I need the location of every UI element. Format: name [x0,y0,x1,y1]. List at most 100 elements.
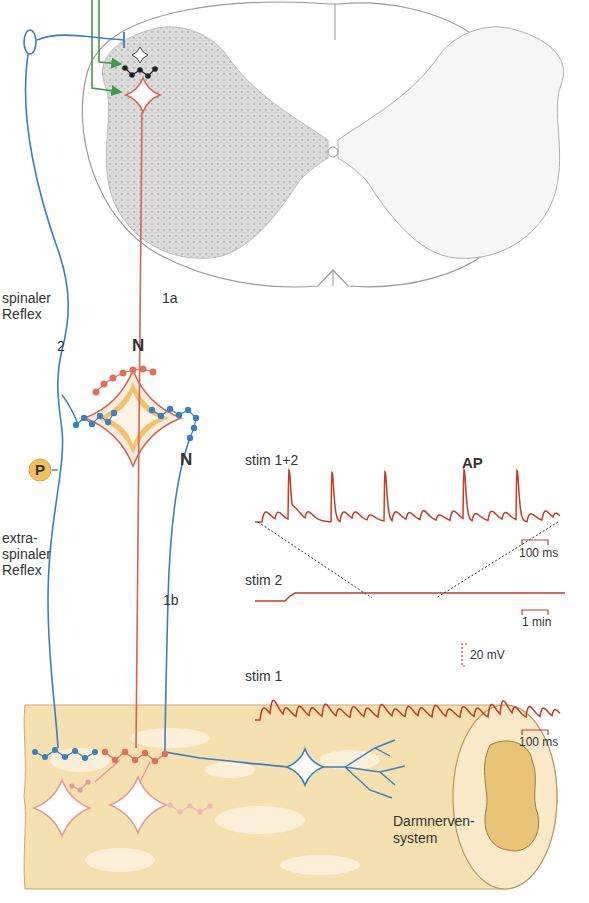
ganglion-core [107,392,159,444]
transmitter-label: N [180,452,192,468]
gut-texture [130,728,210,748]
node-outline [20,700,565,895]
scale-bar [462,644,467,666]
blue-synapses-line [76,413,114,425]
gut-red-synapses [102,749,168,764]
grey-matter-left [102,27,328,258]
gut-face [453,705,557,889]
gut-texture [85,848,155,872]
voltage-trace [255,700,560,720]
synapse-dot [137,67,143,73]
synapse-dot [72,748,78,754]
synapse-dot [122,749,128,755]
synapse-dot [32,749,38,755]
gut-blue-synapses-line [35,750,95,758]
afferent-branch [62,395,78,424]
blue-synapses [73,410,117,428]
synapse-dot [93,389,100,396]
motor-neuron [126,78,160,112]
trace-label: stim 1 [245,668,282,684]
synapse-dot [85,779,90,784]
transmitter-label: N [132,338,144,354]
afferent-fiber [165,438,288,767]
gut-texture [280,855,360,875]
scale-label: 20 mV [470,647,505,663]
potential-label: AP [462,455,483,471]
synapse-dot [130,367,137,374]
efferent-fiber [136,112,142,748]
dendrites [323,740,405,798]
scale-bar [522,540,548,545]
synapse-dot [52,747,58,753]
gut-pink-synapses [69,779,90,792]
synapse-dot [197,809,202,814]
descending-fiber [92,0,121,92]
scale-label: 1 min [522,614,551,630]
synapse-dot [145,73,151,79]
synapse-dot [102,749,108,755]
dorsal-sulcus [335,4,336,40]
synapse-dot [89,421,95,427]
synapse-dot [207,803,212,808]
scale-label: 100 ms [519,734,558,750]
synapse-dot [187,803,192,808]
interneuron [132,47,148,63]
scale-label: 100 ms [519,545,558,561]
synapse-dot [187,435,193,441]
descending-fiber [99,0,121,64]
synapse-dot [177,809,182,814]
grey-matter-right [338,27,564,258]
gut-band: Darmnerven- system [20,700,565,895]
synapse-dot [152,66,158,72]
voltage-trace [255,593,565,601]
gut-pink-synapses [167,802,212,814]
zoom-line [258,522,372,598]
fiber-number: 1b [163,592,179,608]
synapse-dot [152,758,158,764]
red-synapses-line [96,369,153,392]
dorsal-root-ganglion [24,30,36,54]
synapse-dot [97,413,103,419]
node-text: Darmnerven- system [393,813,485,847]
synapse-dot [42,754,48,760]
synapse-dot [101,381,108,388]
blue-synapses [149,406,199,441]
synapse-dot [150,369,157,376]
gut-pink-synapses-line [72,782,88,790]
interneuron-synapses [122,65,158,79]
synapse-dot [62,754,68,760]
ganglion [85,370,181,466]
scale-bar [522,610,548,615]
gut-texture [320,750,380,770]
trace-label: stim 2 [245,572,282,588]
reflex-label: extra- spinaler Reflex [2,530,64,578]
synapse-dot [132,757,138,763]
synapse-dot [167,406,173,412]
gut-blue-synapses [32,747,98,761]
synapse-dot [140,366,147,373]
synapse-dot [110,375,117,382]
gut-texture [205,762,255,778]
scale-bar [522,730,548,735]
afferent-terminal [123,32,125,48]
trace-label: stim 1+2 [245,452,298,468]
synapse-dot [77,787,82,792]
enteric-neuron [287,749,323,785]
synapse-dot [92,749,98,755]
synapse-dot [120,370,127,377]
synapse-dot [185,407,191,413]
ganglion-inner [97,382,169,454]
synapse-dot [73,422,79,428]
gut-texture [215,806,305,834]
gut-pink-fiber [95,760,150,782]
synapse-dot [82,755,88,761]
p-circle-shape [29,459,51,481]
p-connector [52,469,58,470]
central-canal [328,147,338,157]
synapse-dot [122,65,128,71]
node-text: P [28,458,52,482]
synapse-dot [112,757,118,763]
synapse-dot [191,425,197,431]
synapse-dot [149,407,155,413]
synapse-dot [162,751,168,757]
